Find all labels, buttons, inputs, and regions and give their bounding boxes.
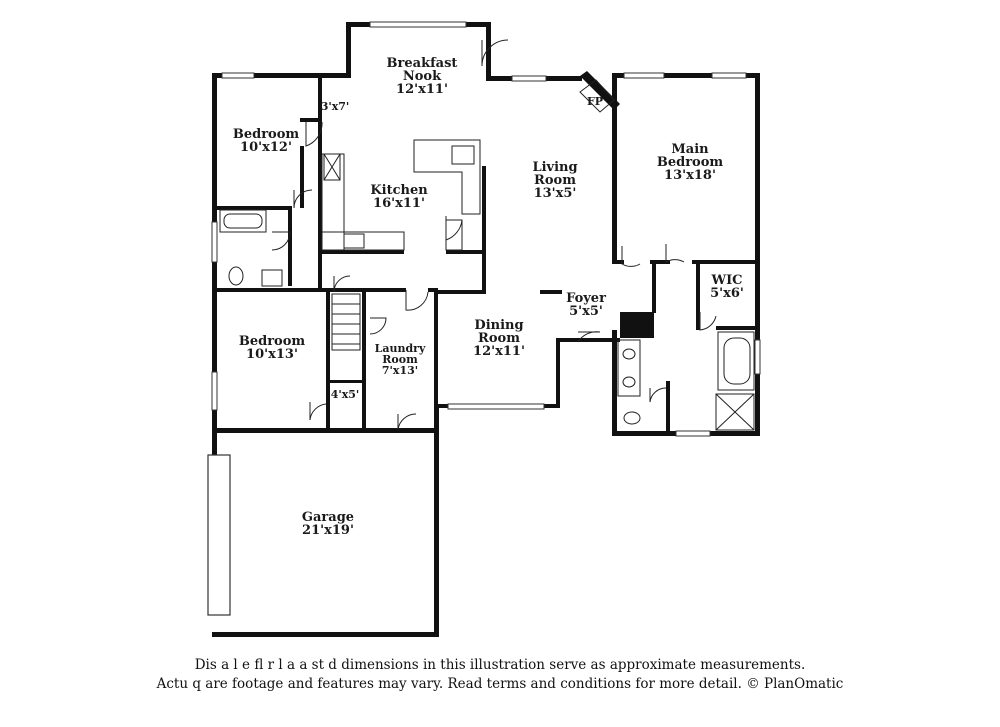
- dining-room-size: 12'x11': [473, 344, 525, 359]
- breakfast-nook-size: 12'x11': [396, 82, 448, 97]
- main-bedroom-name-2: Bedroom: [657, 155, 724, 170]
- breakfast-nook-label: Breakfast Nook 12'x11': [387, 56, 458, 97]
- fireplace-label: FP: [587, 95, 603, 108]
- kitchen-name: Kitchen: [370, 183, 428, 198]
- walls: [212, 22, 760, 637]
- dining-room-name-1: Dining: [474, 318, 523, 333]
- dining-room-name-2: Room: [478, 331, 520, 346]
- closet-4x5-size: 4'x5': [331, 388, 360, 401]
- disclaimer-line-2: Actu q are footage and features may vary…: [156, 676, 844, 692]
- main-bedroom-label: Main Bedroom 13'x18': [657, 142, 724, 183]
- laundry-room-name-2: Room: [382, 353, 418, 366]
- bedroom-lower-name: Bedroom: [239, 334, 306, 349]
- garage-label: Garage 21'x19': [302, 510, 354, 538]
- closet-3x7-size: 3'x7': [321, 100, 350, 113]
- main-bedroom-size: 13'x18': [664, 168, 716, 183]
- living-room-name-2: Room: [534, 173, 576, 188]
- bedroom-top-label: Bedroom 10'x12': [233, 127, 300, 155]
- bedroom-top-name: Bedroom: [233, 127, 300, 142]
- bedroom-lower-size: 10'x13': [246, 347, 298, 362]
- breakfast-nook-name-1: Breakfast: [387, 56, 458, 71]
- bedroom-lower-label: Bedroom 10'x13': [239, 334, 306, 362]
- dining-room-label: Dining Room 12'x11': [473, 318, 525, 359]
- living-room-label: Living Room 13'x5': [532, 160, 577, 201]
- foyer-label: Foyer 5'x5': [566, 291, 606, 319]
- main-bedroom-name-1: Main: [671, 142, 709, 157]
- garage-size: 21'x19': [302, 523, 354, 538]
- room-labels: Breakfast Nook 12'x11' 3'x7' Bedroom 10'…: [233, 56, 744, 538]
- wic-size: 5'x6': [710, 286, 744, 301]
- foyer-size: 5'x5': [569, 304, 603, 319]
- foyer-name: Foyer: [566, 291, 606, 306]
- kitchen-size: 16'x11': [373, 196, 425, 211]
- fixtures: [219, 79, 755, 431]
- wic-label: WIC 5'x6': [710, 273, 744, 301]
- laundry-room-name-1: Laundry: [375, 342, 426, 355]
- bedroom-top-size: 10'x12': [240, 140, 292, 155]
- windows: [207, 21, 761, 616]
- disclaimer-line-1: Dis a l e fl r l a a st d dimensions in …: [194, 657, 806, 673]
- doors: [271, 39, 717, 431]
- breakfast-nook-name-2: Nook: [403, 69, 442, 84]
- laundry-room-label: Laundry Room 7'x13': [375, 342, 426, 377]
- garage-name: Garage: [302, 510, 354, 525]
- laundry-room-size: 7'x13': [382, 364, 418, 377]
- wic-name: WIC: [710, 273, 742, 288]
- kitchen-label: Kitchen 16'x11': [370, 183, 428, 211]
- living-room-name-1: Living: [532, 160, 577, 175]
- living-room-size: 13'x5': [534, 186, 577, 201]
